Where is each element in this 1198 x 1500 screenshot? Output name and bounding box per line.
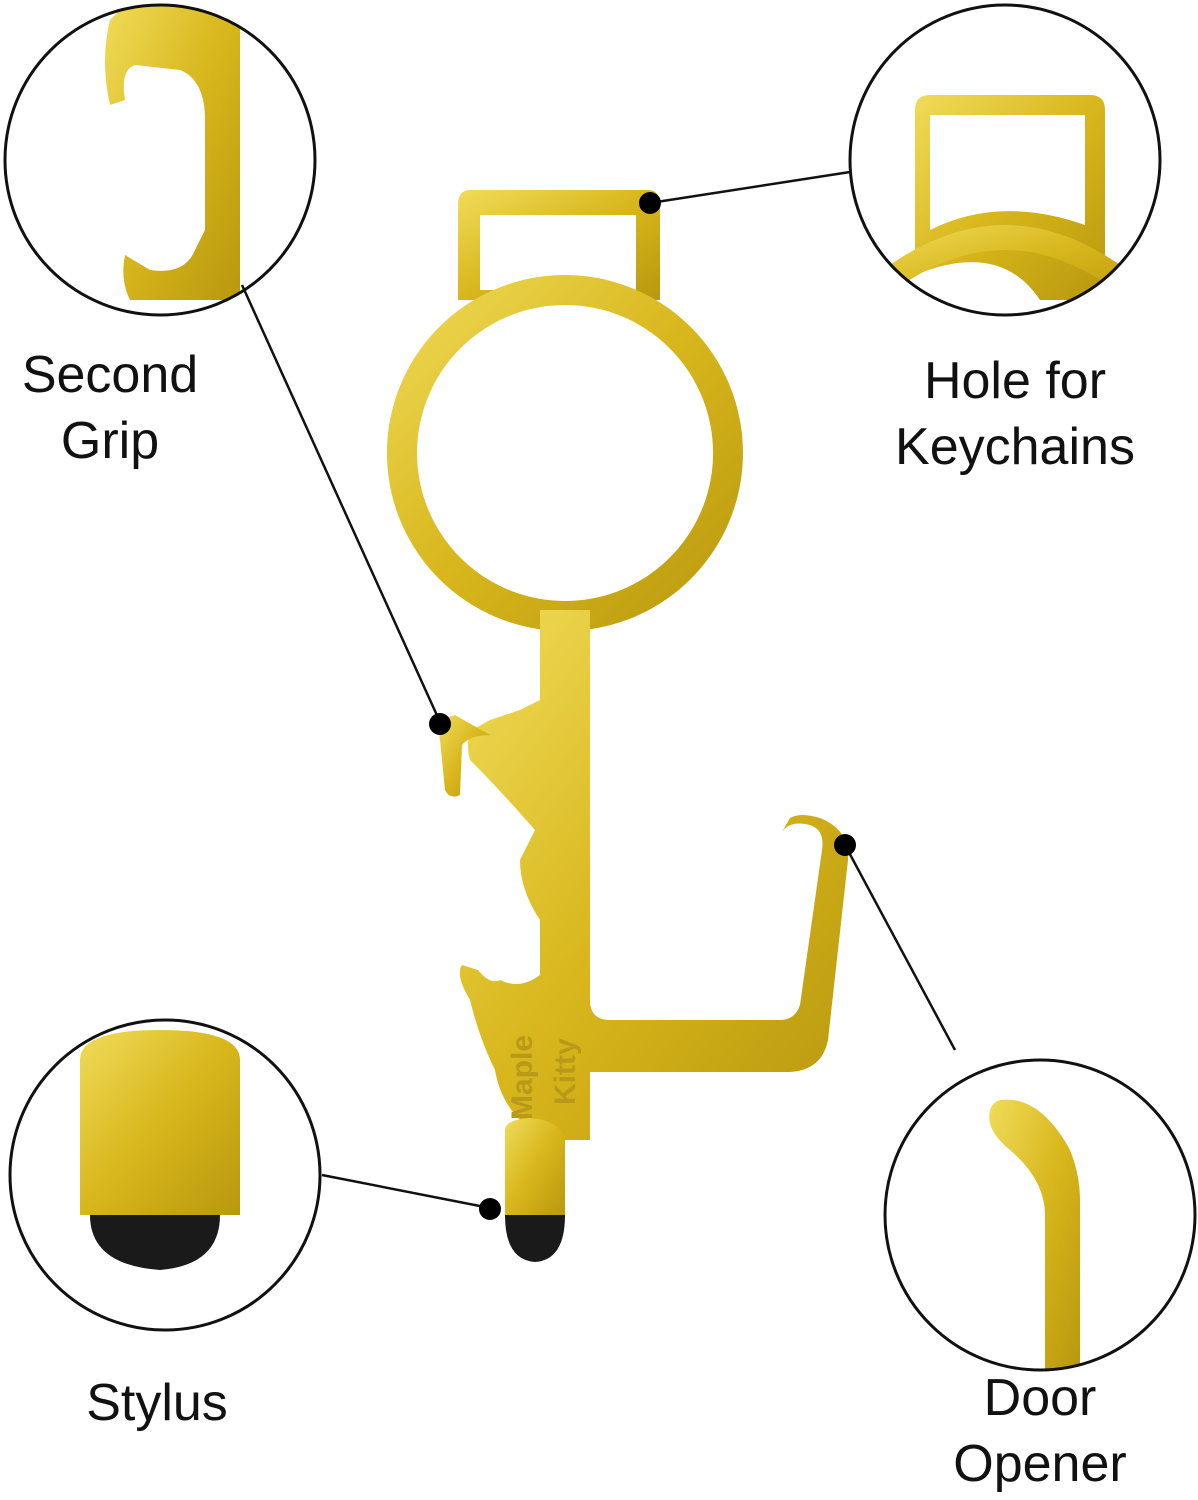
keychain-line (649, 170, 851, 205)
zoom-second-grip (3, 3, 317, 317)
second-grip-hook (439, 715, 490, 797)
label-line: Opener (953, 1435, 1127, 1493)
engraving-kitty: Kitty (549, 1038, 582, 1105)
second-grip-line (240, 284, 442, 723)
label-door-opener: Door Opener (880, 1365, 1198, 1497)
label-line: Hole for (923, 352, 1107, 410)
label-line: Keychains (895, 418, 1135, 476)
label-keychain-hole: Hole for Keychains (855, 348, 1175, 480)
stylus-dot (479, 1198, 501, 1220)
label-line: Door (983, 1369, 1097, 1427)
door-opener-dot (834, 834, 856, 856)
stylus-tip (505, 1215, 565, 1262)
label-line: Stylus (86, 1374, 228, 1432)
engraving-maple: Maple (506, 1035, 539, 1120)
callout-dots (429, 192, 856, 1220)
door-opener-line (843, 844, 957, 1051)
tool-body (459, 610, 849, 1140)
label-second-grip: Second Grip (0, 342, 270, 474)
stylus-shaft (505, 1118, 565, 1215)
brand-engraving: Maple Kitty (506, 1035, 582, 1120)
label-line: Grip (60, 412, 160, 470)
keychain-dot (639, 192, 661, 214)
callout-lines (240, 170, 957, 1210)
label-line: Second (21, 346, 199, 404)
zoom-keychain-hole (848, 3, 1162, 317)
key-tool (386, 190, 849, 1215)
stylus-line (321, 1173, 491, 1210)
zoom-door-opener (883, 1058, 1197, 1372)
zoom-stylus (8, 1018, 322, 1332)
label-stylus: Stylus (0, 1370, 317, 1436)
ring (386, 275, 743, 631)
second-grip-dot (429, 713, 451, 735)
